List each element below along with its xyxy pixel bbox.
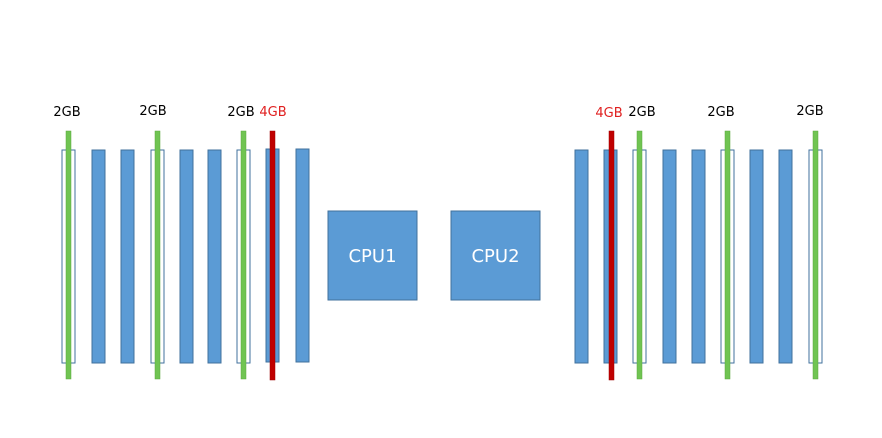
memory-label: 2GB — [53, 105, 80, 120]
dimm-slot — [120, 149, 135, 364]
dimm-slot — [574, 149, 589, 364]
cpu1: CPU1 — [327, 210, 418, 301]
memory-label: 4GB — [259, 105, 286, 120]
memory-stick-2gb — [724, 130, 731, 380]
memory-stick-4gb — [608, 130, 615, 381]
memory-label: 2GB — [628, 105, 655, 120]
memory-label: 2GB — [227, 105, 254, 120]
dimm-slot — [179, 149, 194, 364]
cpu1-memory-slots — [61, 148, 310, 364]
memory-stick-2gb — [65, 130, 72, 380]
dimm-slot — [91, 149, 106, 364]
memory-label: 2GB — [707, 105, 734, 120]
memory-stick-2gb — [154, 130, 161, 380]
dimm-slot — [207, 149, 222, 364]
cpu1-box — [327, 210, 418, 301]
memory-label: 2GB — [139, 104, 166, 119]
memory-stick-2gb — [240, 130, 247, 380]
memory-sticks — [65, 130, 819, 381]
dimm-slot — [778, 149, 793, 364]
dimm-slot — [662, 149, 677, 364]
memory-stick-4gb — [269, 130, 276, 381]
dimm-slot — [295, 148, 310, 363]
cpu2-label: CPU2 — [471, 246, 519, 267]
cpu2: CPU2 — [450, 210, 541, 301]
cpu1-label: CPU1 — [348, 246, 396, 267]
cpu2-box — [450, 210, 541, 301]
dimm-slot — [691, 149, 706, 364]
memory-label: 4GB — [595, 106, 622, 121]
memory-stick-2gb — [636, 130, 643, 380]
dimm-slot — [749, 149, 764, 364]
memory-label: 2GB — [796, 104, 823, 119]
memory-stick-2gb — [812, 130, 819, 380]
memory-labels: 2GB 2GB 2GB 4GB 4GB 2GB 2GB 2GB — [53, 104, 823, 121]
